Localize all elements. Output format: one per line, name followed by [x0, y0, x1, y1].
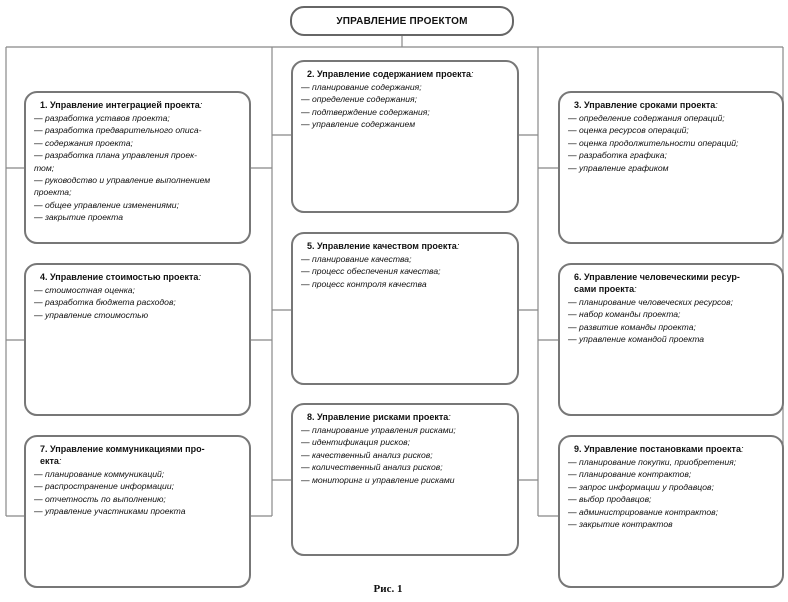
box-title: 1. Управление интеграцией проекта:: [40, 100, 203, 110]
list-item: том;: [34, 162, 55, 173]
list-item: — разработка плана управления проек-: [34, 150, 198, 161]
list-item: — управление графиком: [568, 162, 669, 173]
box-scope: 2. Управление содержанием проекта: — пла…: [291, 60, 519, 213]
list-item: — оценка продолжительности операций;: [568, 137, 739, 148]
list-item: — мониторинг и управление рисками: [301, 474, 455, 485]
box-title: 2. Управление содержанием проекта:: [307, 69, 474, 79]
list-item: — закрытие проекта: [34, 212, 123, 223]
list-item: — планирование управления рисками;: [301, 425, 456, 435]
box-communications: 7. Управление коммуникациями про-екта: —…: [24, 435, 251, 588]
list-item: — закрытие контрактов: [568, 519, 673, 530]
list-item: — управление участниками проекта: [34, 506, 186, 517]
list-item: — управление содержанием: [301, 119, 416, 130]
list-item: — оценка ресурсов операций;: [568, 125, 689, 136]
root-node: УПРАВЛЕНИЕ ПРОЕКТОМ: [290, 6, 514, 36]
list-item: — управление стоимостью: [34, 309, 149, 320]
box-title: 8. Управление рисками проекта:: [307, 412, 451, 422]
box-title: 9. Управление постановками проекта:: [574, 444, 744, 454]
list-item: — разработка графика;: [568, 150, 667, 161]
list-item: — определение содержания;: [301, 94, 417, 105]
list-item: — планирование человеческих ресурсов;: [568, 297, 733, 307]
list-item: — идентификация рисков;: [301, 437, 410, 448]
list-item: — планирование содержания;: [301, 82, 422, 92]
figure-caption: Рис. 1: [373, 583, 403, 595]
list-item: — набор команды проекта;: [568, 309, 681, 320]
box-quality: 5. Управление качеством проекта: — плани…: [291, 232, 519, 385]
list-item: — планирование покупки, приобретения;: [568, 457, 737, 467]
list-item: — распространение информации;: [34, 481, 175, 492]
list-item: — процесс обеспечения качества;: [301, 266, 441, 277]
box-cost: 4. Управление стоимостью проекта: — стои…: [24, 263, 251, 416]
list-item: — разработка уставов проекта;: [34, 113, 170, 123]
list-item: — развитие команды проекта;: [568, 321, 696, 332]
list-item: — разработка предварительного описа-: [34, 125, 202, 136]
list-item: — разработка бюджета расходов;: [34, 297, 176, 308]
list-item: — планирование качества;: [301, 254, 412, 264]
list-item: — планирование коммуникаций;: [34, 469, 165, 479]
list-item: — запрос информации у продавцов;: [568, 481, 714, 492]
list-item: — стоимостная оценка;: [34, 285, 135, 295]
box-human-resources: 6. Управление человеческими ресур-сами п…: [558, 263, 784, 416]
box-integration: 1. Управление интеграцией проекта: — раз…: [24, 91, 251, 244]
list-item: — общее управление изменениями;: [34, 199, 179, 210]
list-item: — выбор продавцов;: [568, 494, 652, 505]
list-item: — количественный анализ рисков;: [301, 462, 443, 473]
box-title: 5. Управление качеством проекта:: [307, 241, 460, 251]
list-item: — планирование контрактов;: [568, 469, 692, 480]
list-item: — подтверждение содержания;: [301, 106, 430, 117]
box-title: 4. Управление стоимостью проекта:: [40, 272, 201, 282]
list-item: проекта;: [34, 187, 72, 198]
list-item: — процесс контроля качества: [301, 278, 427, 289]
list-item: — содержания проекта;: [34, 137, 133, 148]
list-item: — качественный анализ рисков;: [301, 449, 433, 460]
box-risk: 8. Управление рисками проекта: — планиро…: [291, 403, 519, 556]
list-item: — руководство и управление выполнением: [34, 175, 211, 186]
list-item: — определение содержания операций;: [568, 113, 725, 123]
list-item: — администрирование контрактов;: [568, 506, 718, 517]
list-item: — управление командой проекта: [568, 334, 705, 345]
box-procurement: 9. Управление постановками проекта: — пл…: [558, 435, 784, 588]
root-title: УПРАВЛЕНИЕ ПРОЕКТОМ: [336, 15, 468, 27]
box-title: 6. Управление человеческими ресур-сами п…: [574, 272, 740, 294]
box-title: 7. Управление коммуникациями про-екта:: [40, 444, 205, 466]
list-item: — отчетность по выполнению;: [34, 493, 166, 504]
box-title: 3. Управление сроками проекта:: [574, 100, 718, 110]
box-time: 3. Управление сроками проекта: — определ…: [558, 91, 784, 244]
